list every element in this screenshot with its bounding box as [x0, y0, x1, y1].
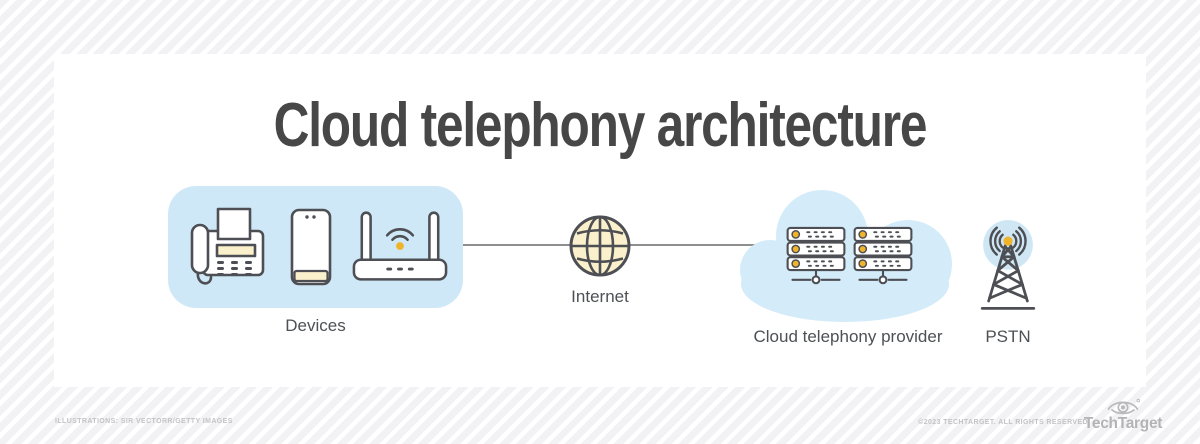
smartphone-icon	[290, 208, 331, 286]
server-rack-icon	[853, 226, 913, 285]
techtarget-eye-icon	[1107, 398, 1140, 415]
footer-credits: ILLUSTRATIONS: SIR VECTORR/GETTY IMAGES	[55, 418, 233, 425]
provider-label: Cloud telephony provider	[753, 327, 943, 346]
cloud-shape	[740, 190, 952, 322]
techtarget-wordmark: TechTarget	[1083, 415, 1163, 432]
footer-copyright: ©2023 TECHTARGET. ALL RIGHTS RESERVED	[918, 419, 1088, 426]
page-title: Cloud telephony architecture	[273, 91, 928, 160]
internet-label: Internet	[571, 287, 629, 306]
techtarget-logo: TechTarget	[1084, 397, 1162, 432]
fax-phone-icon	[190, 207, 264, 285]
title-wrap: Cloud telephony architecture	[54, 90, 1146, 161]
server-rack-icon	[786, 226, 846, 285]
content-card: Cloud telephony architecture	[54, 54, 1146, 387]
radio-tower-icon	[980, 219, 1036, 310]
pstn-label: PSTN	[985, 327, 1031, 346]
devices-panel	[168, 186, 463, 308]
devices-label: Devices	[285, 316, 346, 335]
wifi-router-icon	[352, 211, 447, 281]
globe-icon	[569, 215, 631, 277]
